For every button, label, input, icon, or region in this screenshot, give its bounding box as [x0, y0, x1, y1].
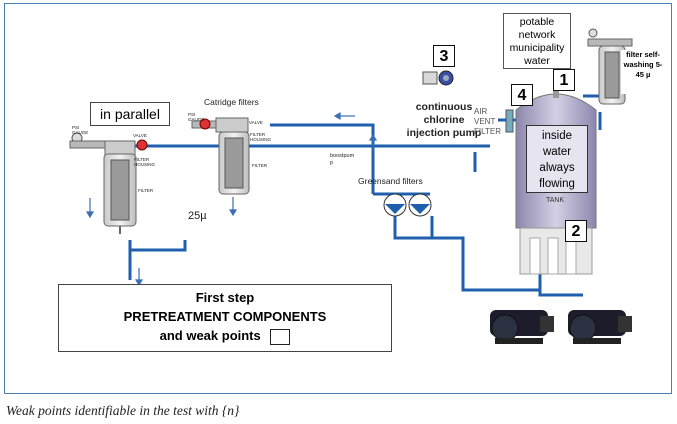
pretreatment-line-3: and weak points — [59, 326, 391, 345]
pump-1 — [490, 310, 554, 344]
filter-housing-label-catridge: FILTER HOUSING — [250, 132, 272, 142]
micron-label: 25µ — [188, 210, 207, 222]
potable-water-box: potable network municipality water — [503, 13, 571, 69]
pump-2 — [568, 310, 632, 344]
pretreatment-box: First step PRETREATMENT COMPONENTS and w… — [58, 284, 392, 352]
catridge-filter-assembly — [191, 117, 250, 195]
in-parallel-box: in parallel — [90, 102, 170, 126]
self-washing-filter — [587, 28, 633, 105]
psi-gauge-label-left: PSI GAUGE — [72, 125, 89, 135]
chlorine-pump-label: continuous chlorine injection pump — [406, 101, 482, 139]
weak-point-symbol — [270, 328, 291, 345]
greensand-label: Greensand filters — [358, 176, 423, 186]
marker-1: 1 — [553, 69, 575, 91]
tank-note-box: inside water always flowing — [526, 125, 588, 193]
valve-label-left: VALVE — [133, 133, 147, 138]
left-filter-assembly — [69, 132, 148, 234]
psi-gauge-label-catridge: PSI GAUGE — [188, 112, 205, 122]
filter-housing-label-left: FILTER HOUSING — [134, 157, 156, 167]
pretreatment-line-1: First step — [195, 290, 255, 305]
pretreatment-line-3-text: and weak points — [159, 328, 261, 343]
greensand-filter-pair — [383, 193, 432, 217]
marker-2: 2 — [565, 220, 587, 242]
flow-arrows — [85, 111, 378, 287]
air-vent-icon — [505, 109, 514, 133]
marker-4: 4 — [511, 84, 533, 106]
pretreatment-line-2: PRETREATMENT COMPONENTS — [123, 309, 327, 324]
tank-label: TANK — [546, 197, 565, 204]
filter-label-catridge: FILTER — [252, 163, 268, 168]
valve-label-catridge: VALVE — [249, 120, 263, 125]
boostpump-label: boostpum p — [330, 153, 355, 166]
figure-caption: Weak points identifiable in the test wit… — [6, 403, 240, 418]
chlorine-pump-icon — [422, 70, 454, 86]
filter-label-left: FILTER — [138, 188, 154, 193]
self-washing-label: filter self-washing 5-45 µ — [621, 50, 665, 94]
marker-3: 3 — [433, 45, 455, 67]
catridge-filters-label: Catridge filters — [204, 97, 259, 107]
air-vent-label: AIR VENT FILTER — [474, 107, 501, 136]
